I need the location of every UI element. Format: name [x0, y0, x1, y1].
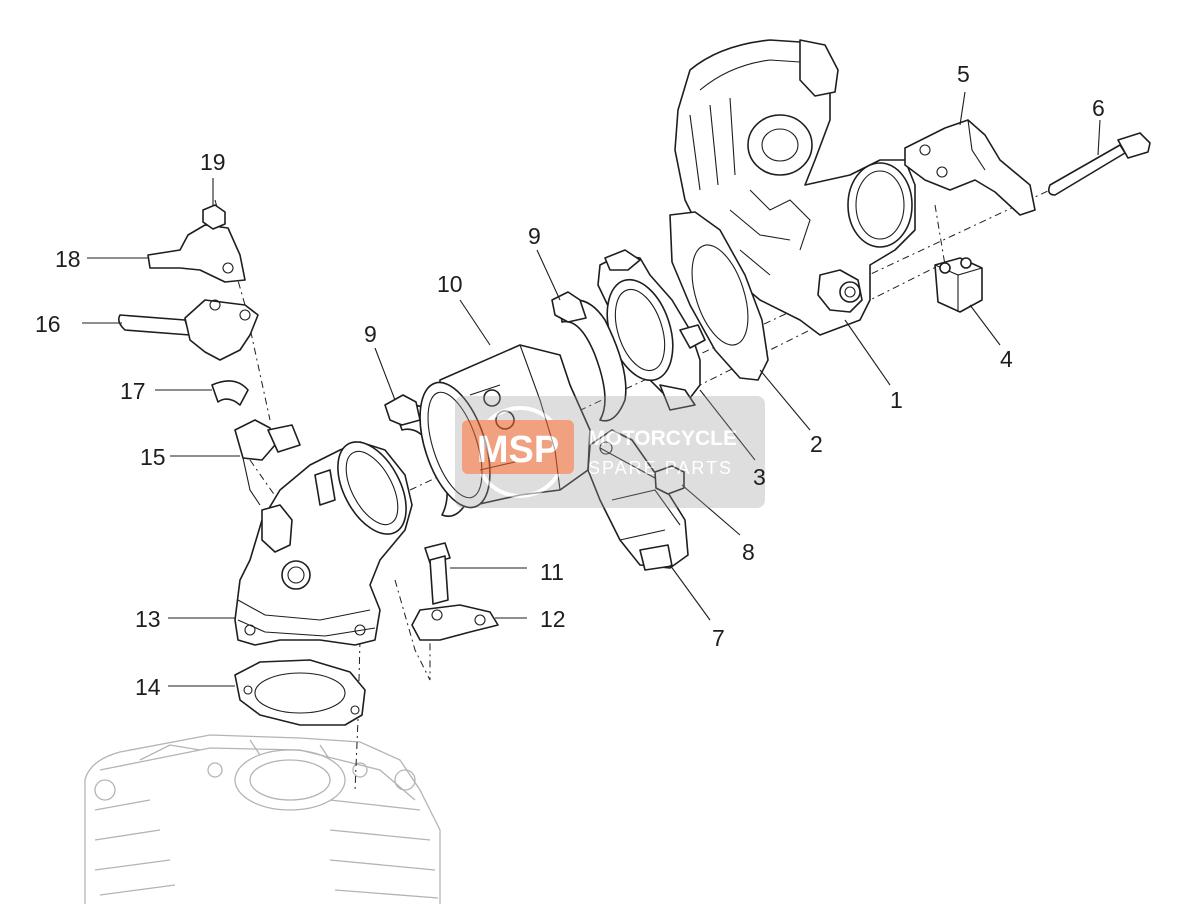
callout-8: 8 [742, 539, 755, 565]
cylinder-head-ghost [84, 734, 441, 904]
fuel-pipe-part-16 [118, 299, 259, 361]
watermark-logo-text: MSP [477, 429, 559, 471]
nut-block-part-4 [934, 257, 983, 313]
callout-12: 12 [540, 606, 566, 632]
watermark-line2: SPARE PARTS [588, 458, 733, 478]
callout-3: 3 [753, 464, 766, 490]
callout-5: 5 [957, 61, 970, 87]
callout-14: 14 [135, 674, 161, 700]
callout-15: 15 [140, 444, 166, 470]
gasket-part-2 [669, 211, 769, 381]
adapter-ring-part-3 [597, 249, 706, 411]
callout-17: 17 [120, 378, 146, 404]
callout-10: 10 [437, 271, 463, 297]
callout-19: 19 [200, 149, 226, 175]
screw-part-8 [599, 447, 685, 495]
callout-4: 4 [1000, 346, 1013, 372]
callout-2: 2 [810, 431, 823, 457]
callout-18: 18 [55, 246, 81, 272]
bolt-part-11 [424, 542, 451, 605]
callout-9-upper: 9 [528, 223, 541, 249]
callout-13: 13 [135, 606, 161, 632]
callout-labels: 1 2 3 4 5 6 7 8 9 9 10 11 12 13 14 15 16… [35, 61, 1105, 700]
clamp-part-9-upper [551, 291, 627, 422]
injector-part-15 [234, 419, 301, 506]
callout-9-lower: 9 [364, 321, 377, 347]
manifold-gasket-part-14 [234, 659, 366, 726]
callout-1: 1 [890, 387, 903, 413]
watermark-line1: MOTORCYCLE [588, 427, 737, 450]
msp-watermark: MSP MOTORCYCLE SPARE PARTS [455, 396, 765, 508]
sensor-connector-part-7 [587, 429, 689, 571]
callout-7: 7 [712, 625, 725, 651]
screw-part-19 [202, 204, 226, 230]
callout-6: 6 [1092, 95, 1105, 121]
callout-11: 11 [540, 559, 564, 585]
holder-bracket-part-18 [147, 224, 246, 283]
plate-part-12 [411, 604, 499, 641]
bracket-part-5 [904, 119, 1036, 216]
intake-manifold-part-13 [234, 441, 413, 646]
callout-16: 16 [35, 311, 61, 337]
leader-lines [82, 91, 1101, 687]
retaining-clip-part-17 [211, 380, 249, 406]
long-bolt-part-6 [1048, 132, 1151, 196]
watermark-logo-badge [462, 420, 574, 474]
